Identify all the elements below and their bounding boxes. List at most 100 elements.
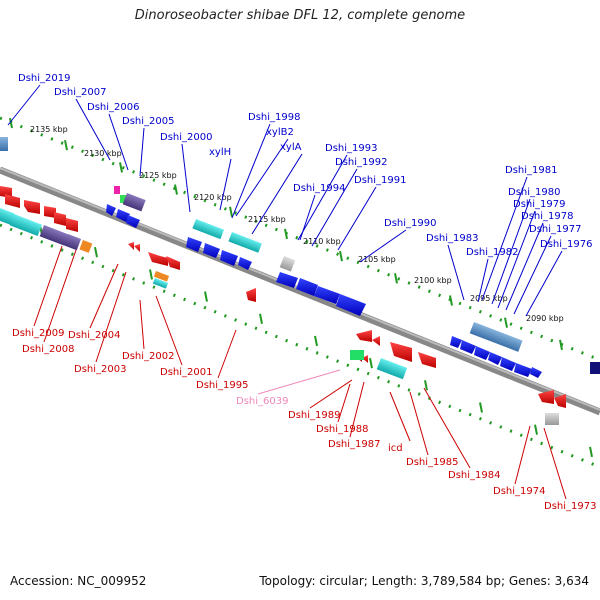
gene-label: Dshi_1988 <box>316 424 368 435</box>
leader-line <box>359 229 407 263</box>
gene-box <box>114 186 120 194</box>
leader-line <box>75 98 111 161</box>
leader-line <box>447 244 465 301</box>
gene-arrow-reverse <box>554 394 566 408</box>
gene-label: Dshi_1991 <box>354 175 406 186</box>
gene-box <box>153 270 170 282</box>
gene-arrow-forward <box>116 209 130 222</box>
gene-box <box>192 219 225 240</box>
gene-label: Dshi_2003 <box>74 364 126 375</box>
gene-label: Dshi_1982 <box>466 247 518 258</box>
gene-label: Dshi_2002 <box>122 351 174 362</box>
gene-label: Dshi_1989 <box>288 410 340 421</box>
leader-line <box>181 143 191 213</box>
scale-tick-label: 2125 kbp <box>139 171 177 180</box>
gene-label: Dshi_1998 <box>248 112 300 123</box>
accession-text: Accession: NC_009952 <box>10 574 147 588</box>
scale-tick-label: 2115 kbp <box>248 215 286 224</box>
gene-box <box>120 195 127 203</box>
tick-mark <box>9 117 13 129</box>
leader-line <box>525 250 563 317</box>
gene-label: Dshi_1978 <box>521 211 573 222</box>
gene-label: xylB2 <box>266 127 294 138</box>
tick-mark <box>259 313 263 324</box>
gene-label: Dshi_1979 <box>513 199 565 210</box>
gene-label: Dshi_1974 <box>493 486 545 497</box>
gene-arrow-reverse <box>418 352 436 368</box>
tick-mark <box>149 269 153 280</box>
leader-line <box>139 127 145 177</box>
leader-line <box>477 258 489 303</box>
gene-label: xylH <box>209 147 231 158</box>
gene-arrow-reverse <box>128 242 134 250</box>
tick-mark <box>229 206 233 217</box>
gene-label: Dshi_2009 <box>12 328 64 339</box>
gene-box <box>152 278 169 289</box>
gene-arrow-forward <box>106 204 116 216</box>
gene-label: Dshi_2004 <box>68 330 120 341</box>
leader-line <box>297 154 348 241</box>
gene-label: Dshi_6039 <box>236 396 288 407</box>
tick-mark <box>504 317 508 328</box>
gene-label: Dshi_2008 <box>22 344 74 355</box>
gene-label: Dshi_1990 <box>384 218 436 229</box>
gene-label: Dshi_1984 <box>448 470 500 481</box>
gene-arrow-forward <box>220 250 238 266</box>
leader-line <box>543 427 567 500</box>
gene-label: Dshi_1985 <box>406 457 458 468</box>
scale-track-upper <box>0 116 600 362</box>
leader-line <box>219 158 232 211</box>
leader-line <box>409 391 429 456</box>
gene-arrow-reverse <box>5 194 20 208</box>
gene-arrow-reverse <box>390 342 412 362</box>
leader-line <box>108 113 129 171</box>
scale-tick-label: 2110 kbp <box>303 237 341 246</box>
tick-mark <box>369 357 373 369</box>
gene-arrow-reverse <box>66 218 78 232</box>
gene-arrow-reverse <box>0 186 12 198</box>
scale-tick-label: 2135 kbp <box>30 125 68 134</box>
gene-label: Dshi_2000 <box>160 132 212 143</box>
scale-tick-label: 2105 kbp <box>358 255 396 264</box>
scale-tick-label: 2130 kbp <box>84 149 122 158</box>
gene-arrow-forward <box>126 215 140 228</box>
gene-box <box>79 240 93 253</box>
tick-mark <box>479 402 483 413</box>
leader-line <box>505 222 544 311</box>
gene-arrow-reverse <box>148 252 168 266</box>
gene-label: Dshi_1973 <box>544 501 596 512</box>
leader-line <box>139 299 145 350</box>
gene-arrow-forward <box>203 243 220 258</box>
gene-box <box>350 350 364 360</box>
leader-line <box>299 194 316 241</box>
tick-mark <box>449 295 453 306</box>
gene-label: Dshi_1994 <box>293 183 345 194</box>
scale-tick-label: 2090 kbp <box>526 314 564 323</box>
gene-box <box>122 193 146 212</box>
scale-tick-label: 2100 kbp <box>414 276 452 285</box>
gene-box <box>545 413 559 425</box>
gene-box <box>63 234 82 251</box>
leader-line <box>217 329 237 379</box>
leader-lines <box>7 84 567 500</box>
leader-line <box>389 391 411 442</box>
gene-label: Dshi_1983 <box>426 233 478 244</box>
gene-arrow-forward <box>460 340 476 354</box>
tick-mark <box>64 140 68 151</box>
tick-mark <box>314 335 318 347</box>
gene-arrow-forward <box>488 352 502 365</box>
gene-box <box>0 208 15 225</box>
leader-line <box>491 198 531 305</box>
tick-mark <box>394 273 398 284</box>
gene-arrow-reverse <box>246 288 256 302</box>
tick-mark <box>559 339 563 351</box>
gene-arrow-forward <box>514 363 532 377</box>
tick-mark <box>204 291 208 302</box>
gene-label: icd <box>388 443 403 454</box>
leader-line <box>311 168 358 247</box>
gene-box <box>279 256 296 272</box>
gene-label: Dshi_1992 <box>335 157 387 168</box>
gene-arrow-forward <box>474 346 490 360</box>
leader-line <box>257 369 341 395</box>
